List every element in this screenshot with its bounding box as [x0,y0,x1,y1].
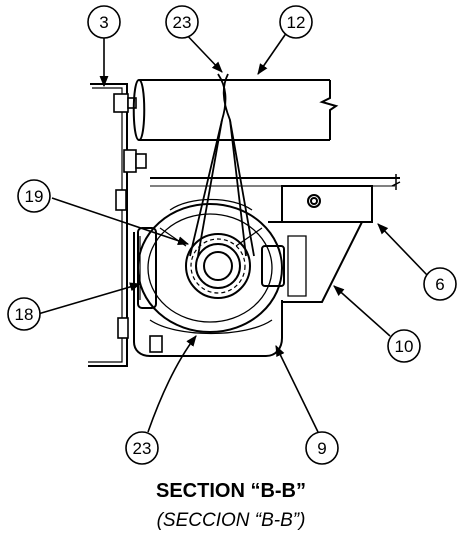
callout-9-label: 9 [317,439,326,458]
strap [189,73,255,257]
callout-23-top: 23 [165,5,199,39]
callout-6-label: 6 [435,275,444,294]
tensioner-body [137,198,285,335]
callout-19: 19 [17,179,51,213]
callout-9: 9 [305,431,339,465]
frame-rail [150,174,401,223]
callout-3: 3 [87,5,121,39]
shaft-assembly [185,233,251,299]
roller-tube [132,79,339,141]
callout-3-label: 3 [99,13,108,32]
callout-12-label: 12 [287,13,306,32]
section-title: SECTION “B-B” [156,480,306,502]
bracket [268,221,364,303]
mounting-plate [88,83,128,367]
callout-10: 10 [387,329,421,363]
section-subtitle: (SECCION “B-B”) [156,510,306,531]
plate-bolts [113,93,163,353]
callout-18-label: 18 [15,305,34,324]
callout-23-top-label: 23 [173,13,192,32]
section-drawing: 3 23 12 19 6 18 10 23 9 [7,5,457,465]
callout-23-bottom-label: 23 [133,439,152,458]
callout-10-label: 10 [395,337,414,356]
leader-lines [37,29,429,433]
callout-18: 18 [7,297,41,331]
callout-12: 12 [279,5,313,39]
callout-19-label: 19 [25,187,44,206]
callout-23-bottom: 23 [125,431,159,465]
callout-6: 6 [423,267,457,301]
